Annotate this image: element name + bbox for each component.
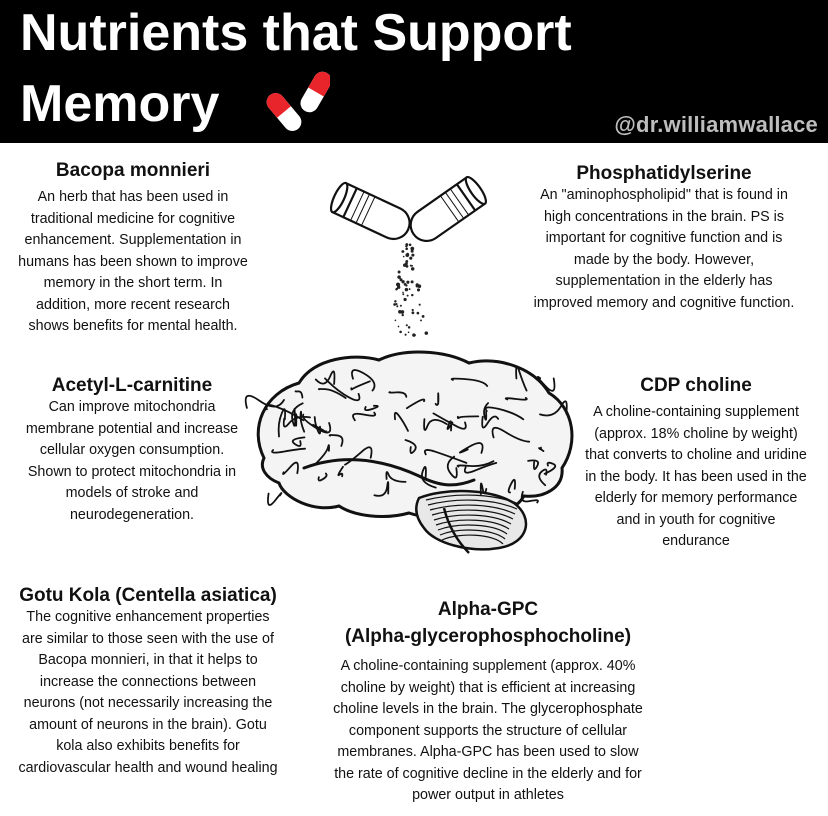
bacopa-heading: Bacopa monnieri	[55, 160, 211, 181]
bacopa-line: enhancement. Supplementation in	[24, 232, 242, 248]
alpha-gpc-section: Alpha-GPC (Alpha-glycerophosphocholine) …	[318, 598, 658, 807]
gotu-kola-line: cardiovascular health and wound healing	[18, 759, 278, 776]
bacopa-line: humans has been shown to improve	[18, 253, 248, 270]
alpha-gpc-line: A choline-containing supplement (approx.…	[340, 658, 636, 674]
bacopa-section: Bacopa monnieri An herb that has been us…	[2, 159, 264, 338]
alpha-gpc-line: choline by weight) that is efficient at …	[340, 679, 636, 696]
phosphatidylserine-line: high concentrations in the brain. PS is	[543, 208, 784, 225]
gotu-kola-line: neurons (not necessarily increasing the	[23, 695, 273, 711]
alcar-line: models of stroke and	[65, 485, 199, 501]
alcar-heading: Acetyl-L-carnitine	[51, 375, 213, 396]
alpha-gpc-line: the rate of cognitive decline in the eld…	[334, 765, 642, 782]
gotu-kola-line: kola also exhibits benefits for	[56, 738, 240, 754]
phosphatidylserine-line: important for cognitive function and is	[545, 230, 783, 246]
pill-icon	[266, 71, 330, 131]
page-title-line1: Nutrients that Support	[20, 4, 572, 62]
alpha-gpc-line: membranes. Alpha-GPC has been used to sl…	[337, 744, 639, 760]
alcar-line: Can improve mitochondria	[48, 399, 216, 415]
cdp-choline-line: endurance	[662, 533, 730, 549]
open-capsule-icon	[330, 175, 488, 337]
phosphatidylserine-line: improved memory and cognitive function.	[533, 294, 795, 311]
bacopa-line: traditional medicine for cognitive	[30, 210, 236, 227]
gotu-kola-line: Bacopa monnieri, in that it helps to	[38, 652, 258, 668]
gotu-kola-heading: Gotu Kola (Centella asiatica)	[19, 585, 277, 606]
cdp-choline-section: CDP choline A choline-containing supplem…	[568, 374, 824, 553]
bacopa-line: addition, more recent research	[36, 296, 230, 313]
alcar-line: Shown to protect mitochondria in	[27, 463, 237, 480]
bacopa-line: shows benefits for mental health.	[28, 318, 238, 334]
alpha-gpc-subheading: (Alpha-glycerophosphocholine)	[344, 626, 632, 647]
alpha-gpc-line: power output in athletes	[412, 787, 564, 803]
phosphatidylserine-line: made by the body. However,	[573, 251, 755, 268]
alpha-gpc-line: choline levels in the brain. The glycero…	[333, 701, 643, 717]
gotu-kola-line: The cognitive enhancement properties	[26, 609, 270, 625]
cdp-choline-line: and in youth for cognitive	[616, 511, 776, 528]
alpha-gpc-heading: Alpha-GPC	[437, 599, 539, 620]
cdp-choline-line: that converts to choline and uridine	[585, 447, 807, 463]
gotu-kola-line: amount of neurons in the brain). Gotu	[29, 716, 267, 733]
bacopa-line: memory in the short term. In	[43, 275, 223, 291]
cdp-choline-line: elderly for memory performance	[594, 490, 798, 506]
gotu-kola-section: Gotu Kola (Centella asiatica) The cognit…	[2, 584, 294, 779]
phosphatidylserine-line: supplementation in the elderly has	[555, 273, 773, 289]
alcar-line: neurodegeneration.	[69, 506, 194, 523]
alpha-gpc-line: component supports the structure of cell…	[348, 722, 628, 739]
brain-icon	[244, 350, 574, 554]
phosphatidylserine-line: An "aminophospholipid" that is found in	[540, 187, 788, 203]
page-title-line2: Memory	[20, 75, 220, 133]
alcar-line: cellular oxygen consumption.	[39, 442, 225, 458]
alcar-section: Acetyl-L-carnitine Can improve mitochond…	[2, 374, 262, 526]
phosphatidylserine-section: Phosphatidylserine An "aminophospholipid…	[514, 162, 814, 314]
cdp-choline-line: in the body. It has been used in the	[585, 468, 807, 485]
cdp-choline-heading: CDP choline	[640, 375, 752, 396]
bacopa-line: An herb that has been used in	[37, 189, 229, 205]
cdp-choline-line: (approx. 18% choline by weight)	[594, 425, 798, 442]
gotu-kola-line: are similar to those seen with the use o…	[22, 630, 274, 647]
gotu-kola-line: increase the connections between	[39, 673, 257, 690]
header-banner: Nutrients that Support Memory @dr.willia…	[0, 0, 828, 143]
author-handle: @dr.williamwallace	[614, 112, 818, 137]
alcar-line: membrane potential and increase	[25, 420, 239, 437]
phosphatidylserine-heading: Phosphatidylserine	[576, 163, 752, 184]
cdp-choline-line: A choline-containing supplement	[593, 404, 799, 420]
